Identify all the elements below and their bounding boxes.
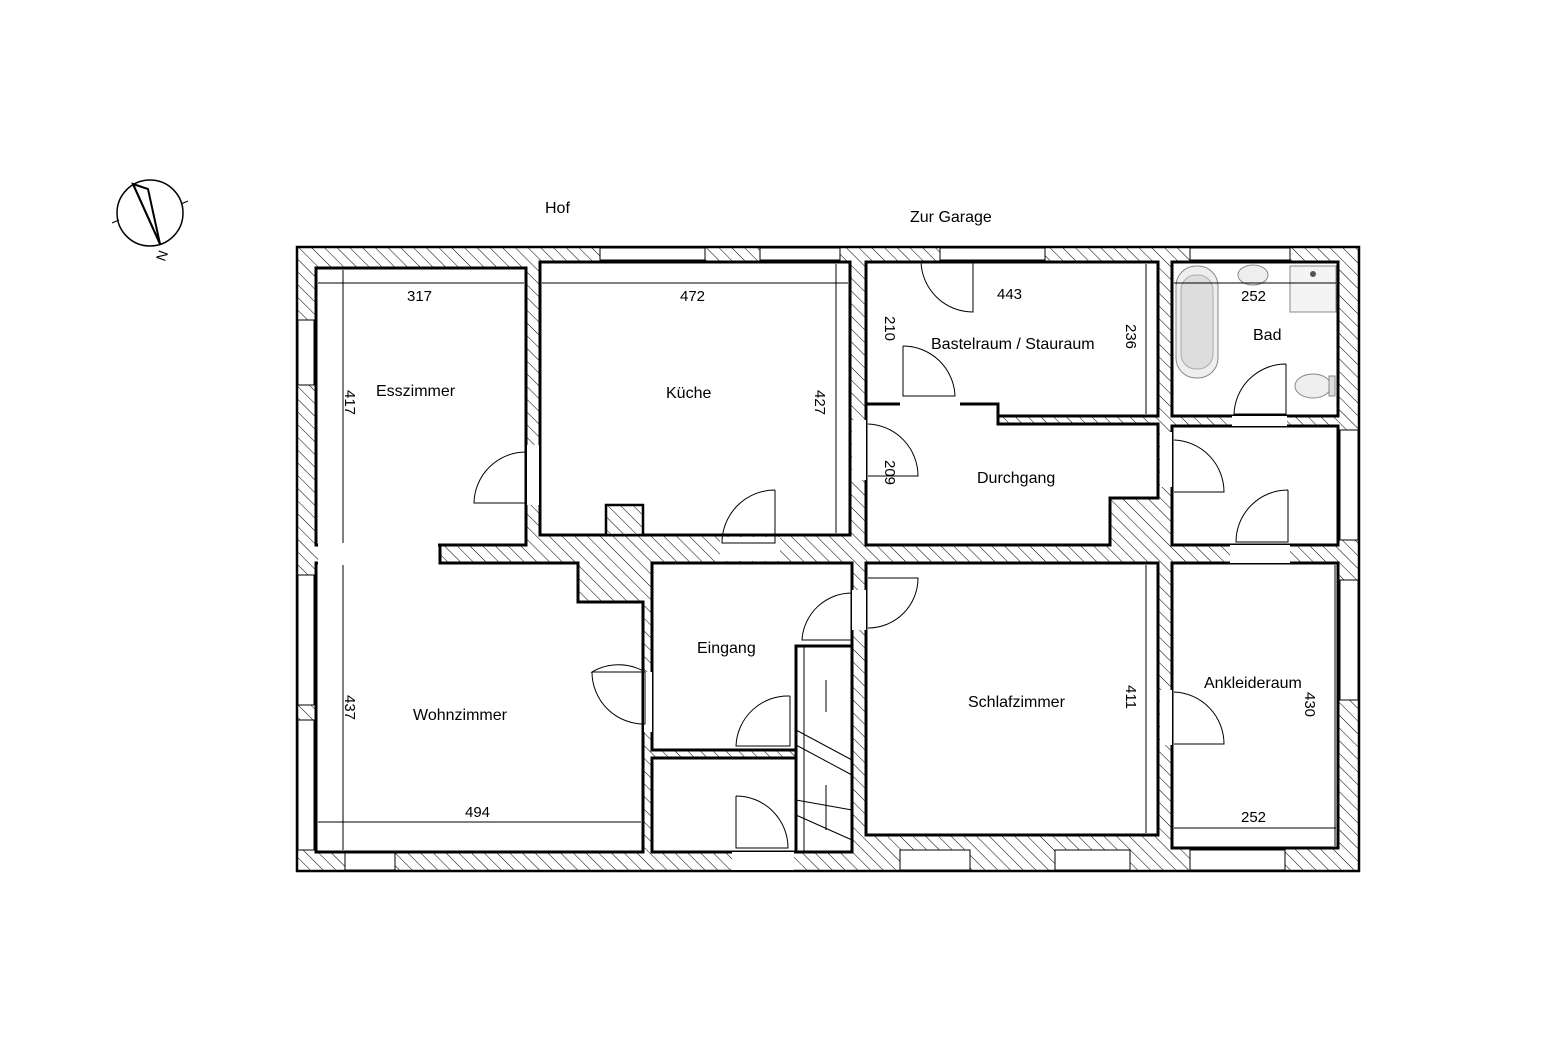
door-opening	[900, 395, 960, 407]
dim-wohnzimmer-width: 494	[465, 804, 490, 821]
door-opening	[720, 537, 780, 561]
kitchen-notch	[604, 503, 645, 537]
window	[1339, 429, 1359, 541]
dim-esszimmer-height: 417	[341, 390, 358, 415]
window	[1189, 247, 1291, 261]
window	[1189, 849, 1286, 871]
dim-ankleideraum-height: 430	[1301, 692, 1318, 717]
dim-esszimmer-width: 317	[407, 288, 432, 305]
room-bastelraum	[864, 260, 1160, 418]
window	[1339, 579, 1359, 701]
dimension-lines	[318, 262, 1336, 850]
window	[297, 574, 315, 706]
window	[759, 247, 841, 261]
washbasin-icon	[1237, 264, 1269, 286]
dim-schlafzimmer-height: 411	[1122, 685, 1139, 709]
window	[1054, 849, 1131, 871]
door-opening	[1160, 690, 1172, 745]
room-hallway-right	[1170, 424, 1340, 547]
window	[939, 247, 1046, 261]
window	[899, 849, 971, 871]
room-label-wohnzimmer: Wohnzimmer	[413, 707, 508, 724]
room-label-durchgang: Durchgang	[977, 470, 1055, 487]
door-swings	[473, 261, 1289, 849]
shower-tray-icon	[1289, 265, 1337, 313]
door-opening	[1160, 432, 1172, 487]
dim-bad-width: 252	[1241, 288, 1266, 305]
compass-north-label: N	[153, 248, 171, 263]
compass-icon: N	[111, 179, 189, 263]
window	[297, 319, 315, 386]
room-esszimmer	[314, 266, 528, 547]
door-opening	[527, 445, 539, 505]
label-hof: Hof	[545, 200, 570, 217]
room-kueche	[538, 260, 852, 537]
door-opening	[732, 852, 794, 870]
dim-wohnzimmer-height: 437	[341, 695, 358, 720]
window	[344, 852, 396, 871]
door-opening	[1232, 416, 1287, 426]
room-label-schlafzimmer: Schlafzimmer	[968, 694, 1066, 711]
room-label-kueche: Küche	[666, 385, 711, 402]
staircase	[794, 644, 854, 854]
dim-bastelraum-right-height: 236	[1122, 324, 1139, 349]
room-esszimmer-link	[318, 540, 438, 566]
room-schlafzimmer	[864, 561, 1160, 837]
toilet-icon	[1294, 373, 1336, 399]
dim-ankleideraum-width: 252	[1241, 809, 1266, 826]
room-durchgang	[864, 402, 1160, 547]
dim-bastelraum-width: 443	[997, 286, 1022, 303]
dim-durchgang-height: 209	[881, 460, 898, 485]
window	[599, 247, 706, 261]
door-opening	[852, 590, 866, 630]
dim-kueche-height: 427	[811, 390, 828, 415]
door-opening	[644, 672, 652, 732]
room-label-bad: Bad	[1253, 327, 1281, 344]
bathtub-icon	[1175, 265, 1219, 379]
room-label-eingang: Eingang	[697, 640, 756, 657]
room-ankleideraum	[1170, 561, 1340, 850]
label-zur-garage: Zur Garage	[910, 209, 992, 226]
door-opening	[1230, 545, 1290, 563]
door-opening	[852, 420, 866, 480]
dim-bastelraum-left-height: 210	[881, 316, 898, 341]
window	[297, 719, 315, 851]
room-label-esszimmer: Esszimmer	[376, 383, 456, 400]
room-label-bastelraum: Bastelraum / Stauraum	[931, 336, 1095, 353]
room-label-ankleideraum: Ankleideraum	[1204, 675, 1302, 692]
dim-kueche-width: 472	[680, 288, 705, 305]
